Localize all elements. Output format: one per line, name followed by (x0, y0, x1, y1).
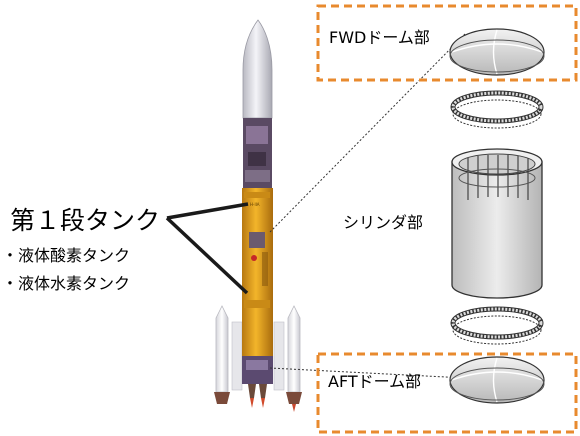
aft-highlight-box (316, 352, 578, 434)
aft-dome-label: AFTドーム部 (328, 372, 422, 391)
rocket-illustration: H-IIA (214, 19, 302, 412)
cylinder (451, 148, 543, 299)
lox-tank-label: ・液体酸素タンク (2, 246, 131, 265)
dashed-line-aft (269, 367, 466, 379)
fwd-highlight-box (316, 4, 578, 82)
solid-rocket-booster-left (214, 305, 230, 404)
dashed-line-fwd (269, 33, 466, 233)
payload-fairing (242, 19, 273, 119)
cylinder-label: シリンダ部 (343, 213, 424, 232)
ring-upper (450, 90, 544, 129)
first-stage-body (242, 188, 273, 356)
callout-line-lh2 (165, 216, 249, 295)
ring-lower (450, 306, 544, 345)
solid-rocket-booster-right (286, 305, 302, 412)
fwd-dome (449, 28, 545, 76)
lh2-tank-label: ・液体水素タンク (2, 274, 131, 293)
callout-lines (165, 33, 466, 379)
aft-dome (449, 356, 545, 404)
fwd-dome-label: FWDドーム部 (329, 28, 430, 47)
callout-line-lox (166, 202, 249, 220)
svg-text:H-IIA: H-IIA (250, 202, 260, 207)
first-stage-tank-label: 第１段タンク (10, 206, 161, 235)
